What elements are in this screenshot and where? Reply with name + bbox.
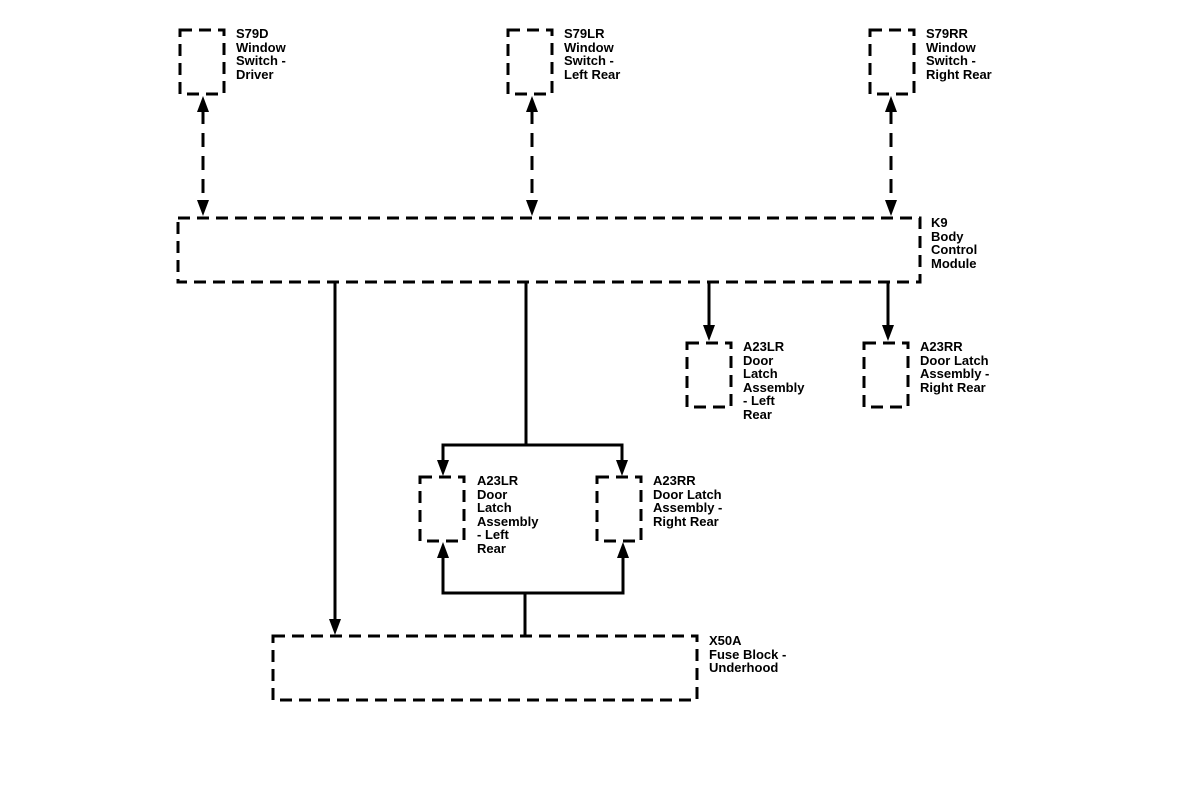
component-id: A23RR [920,339,963,354]
arrow-down-icon [616,460,628,476]
x50a-box [271,634,699,702]
arrow-down-icon [197,200,209,216]
component-id: A23LR [743,339,785,354]
k9-a23lr-upper-link [703,282,715,341]
k9-a23rr-upper-link [882,282,894,341]
component-id: S79RR [926,26,968,41]
component-name: Window Switch - Right Rear [926,39,992,82]
arrow-down-icon [703,325,715,341]
arrow-up-icon [437,542,449,558]
a23rr-lower-label: A23RR Door Latch Assembly - Right Rear [653,474,722,528]
k9-lower-latches-link [437,282,628,476]
s79rr-k9-link [885,96,897,216]
component-name: Door Latch Assembly - Right Rear [653,486,723,529]
s79lr-box [506,28,554,96]
arrow-down-icon [329,619,341,635]
component-id: X50A [709,633,742,648]
x50a-lower-latches-link [437,542,629,636]
component-name: Door Latch Assembly - Right Rear [920,352,990,395]
arrow-down-icon [526,200,538,216]
component-id: K9 [931,215,948,230]
component-name: Body Control Module [931,228,978,271]
arrow-down-icon [885,200,897,216]
component-name: Door Latch Assembly - Left Rear [477,486,539,556]
k9-box [176,216,922,284]
a23rr-upper-label: A23RR Door Latch Assembly - Right Rear [920,340,989,394]
component-name: Window Switch - Driver [236,39,286,82]
arrow-up-icon [526,96,538,112]
component-id: S79D [236,26,269,41]
arrow-up-icon [197,96,209,112]
arrow-up-icon [885,96,897,112]
arrow-down-icon [882,325,894,341]
a23rr-lower-box [595,475,643,543]
s79lr-k9-link [526,96,538,216]
a23rr-upper-box [862,341,910,409]
component-id: A23RR [653,473,696,488]
component-name: Window Switch - Left Rear [564,39,621,82]
component-name: Door Latch Assembly - Left Rear [743,352,805,422]
s79rr-box [868,28,916,96]
component-id: S79LR [564,26,605,41]
arrow-up-icon [617,542,629,558]
s79d-k9-link [197,96,209,216]
a23lr-upper-box [685,341,733,409]
a23lr-lower-label: A23LR Door Latch Assembly - Left Rear [477,474,538,555]
x50a-label: X50A Fuse Block - Underhood [709,634,786,675]
a23lr-lower-box [418,475,466,543]
component-id: A23LR [477,473,519,488]
arrow-down-icon [437,460,449,476]
k9-label: K9 Body Control Module [931,216,977,270]
s79d-box [178,28,226,96]
s79d-label: S79D Window Switch - Driver [236,27,286,81]
a23lr-upper-label: A23LR Door Latch Assembly - Left Rear [743,340,804,421]
k9-x50a-link [329,282,341,635]
s79rr-label: S79RR Window Switch - Right Rear [926,27,992,81]
component-name: Fuse Block - Underhood [709,646,787,675]
s79lr-label: S79LR Window Switch - Left Rear [564,27,620,81]
